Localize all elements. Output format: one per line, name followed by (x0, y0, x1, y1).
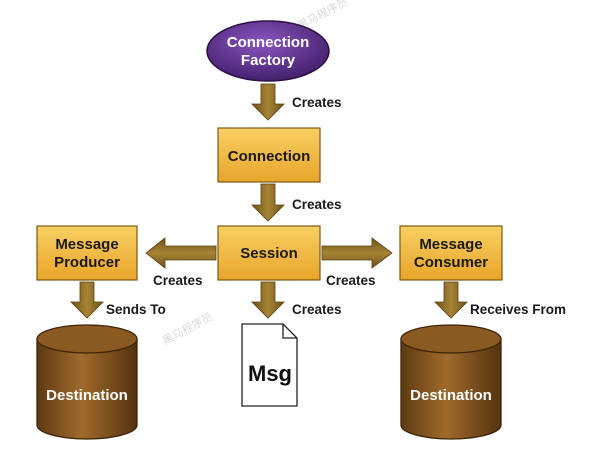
watermark-text: 黑马程序员 (160, 309, 215, 347)
label-destination-to-consumer: Receives From (470, 302, 566, 317)
arrow-session-to-consumer (321, 237, 393, 269)
label-session-to-msg: Creates (292, 302, 342, 317)
destination-right-label: Destination (410, 387, 492, 404)
message-consumer-label-line1: Message (419, 236, 482, 253)
arrow-session-to-producer (145, 237, 217, 269)
arrow-session-to-msg (251, 281, 285, 319)
arrow-factory-to-connection (251, 83, 285, 121)
msg-label: Msg (248, 361, 292, 386)
arrow-connection-to-session (251, 183, 285, 222)
message-consumer-label-line2: Consumer (414, 254, 488, 271)
arrow-producer-to-destination (70, 281, 104, 319)
label-producer-to-destination: Sends To (106, 302, 166, 317)
message-producer-node: Message Producer (36, 225, 138, 281)
message-producer-label-line2: Producer (54, 254, 120, 271)
connection-factory-label-line1: Connection (227, 34, 310, 51)
destination-right-node: Destination (400, 324, 502, 440)
arrow-destination-to-consumer (434, 281, 468, 319)
connection-label: Connection (228, 148, 311, 165)
connection-factory-node: Connection Factory (206, 20, 330, 82)
label-session-to-consumer: Creates (326, 273, 376, 288)
message-consumer-node: Message Consumer (399, 225, 503, 281)
session-node: Session (217, 225, 321, 281)
destination-left-label: Destination (46, 387, 128, 404)
message-producer-label-line1: Message (55, 236, 118, 253)
label-session-to-producer: Creates (153, 273, 203, 288)
label-factory-to-connection: Creates (292, 95, 342, 110)
connection-factory-label-line2: Factory (241, 52, 296, 69)
connection-node: Connection (217, 127, 321, 183)
label-connection-to-session: Creates (292, 197, 342, 212)
session-label: Session (240, 245, 298, 262)
destination-left-node: Destination (36, 324, 138, 440)
msg-document-icon: Msg (241, 323, 298, 407)
